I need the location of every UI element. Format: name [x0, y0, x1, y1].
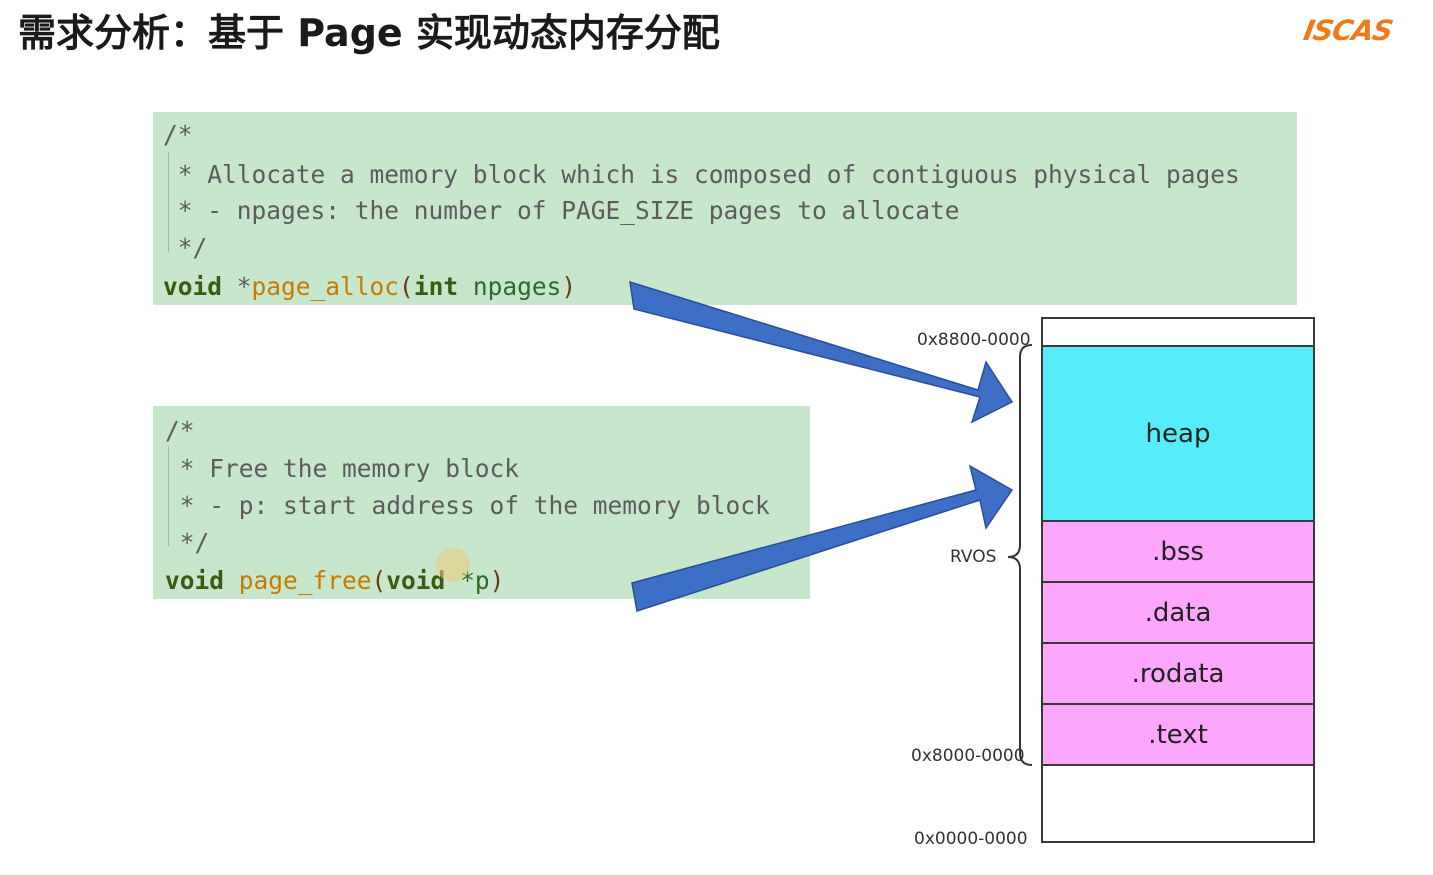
address-bottom-label: 0x0000-0000 — [914, 829, 1028, 849]
comment-description: * Allocate a memory block which is compo… — [163, 160, 1240, 189]
return-type: void — [165, 566, 225, 595]
code-block-page-free: /* * Free the memory block * - p: start … — [153, 406, 810, 599]
rvos-label: RVOS — [950, 547, 997, 567]
return-type: void — [163, 272, 223, 301]
comment-gutter-line — [168, 152, 169, 252]
comment-description: * Free the memory block — [165, 454, 520, 483]
address-mid-label: 0x8000-0000 — [911, 746, 1025, 766]
comment-close: */ — [163, 233, 208, 262]
comment-param-npages: * - npages: the number of PAGE_SIZE page… — [163, 196, 960, 225]
comment-gutter-line — [168, 446, 169, 546]
logo-text: ISCAS — [1301, 14, 1395, 47]
slide-title: 需求分析：基于 Page 实现动态内存分配 — [18, 11, 720, 55]
paren-open: ( — [371, 566, 387, 595]
paren-close: ) — [489, 566, 505, 595]
code-block-page-alloc: /* * Allocate a memory block which is co… — [153, 112, 1297, 305]
segment-label: heap — [1145, 418, 1211, 449]
paren-close: ) — [561, 272, 577, 301]
function-signature-page-free: void page_free(void *p) — [165, 566, 504, 596]
segment-label: .bss — [1152, 536, 1204, 567]
rvos-brace — [1007, 344, 1033, 766]
segment-label: .data — [1144, 597, 1212, 628]
segment-data: .data — [1041, 581, 1315, 644]
function-name: page_alloc — [251, 272, 400, 301]
param-type: void — [386, 566, 446, 595]
address-top-label: 0x8800-0000 — [917, 330, 1031, 350]
function-signature-page-alloc: void *page_alloc(int npages) — [163, 272, 576, 302]
param-name: npages — [458, 272, 562, 301]
function-name: page_free — [224, 566, 372, 595]
segment-rodata: .rodata — [1041, 642, 1315, 705]
comment-param-p: * - p: start address of the memory block — [165, 491, 770, 520]
segment-label: .rodata — [1131, 658, 1225, 689]
segment-heap: heap — [1041, 345, 1315, 522]
segment-text: .text — [1041, 703, 1315, 766]
comment-open: /* — [165, 416, 195, 445]
comment-close: */ — [165, 528, 210, 557]
param-type: int — [413, 272, 459, 301]
segment-bss: .bss — [1041, 520, 1315, 583]
segment-label: .text — [1148, 719, 1208, 750]
paren-open: ( — [399, 272, 414, 301]
mouse-cursor-highlight — [436, 548, 470, 582]
iscas-logo: ISCAS — [1301, 14, 1395, 47]
comment-open: /* — [163, 120, 193, 149]
pointer-star: * — [222, 272, 252, 301]
